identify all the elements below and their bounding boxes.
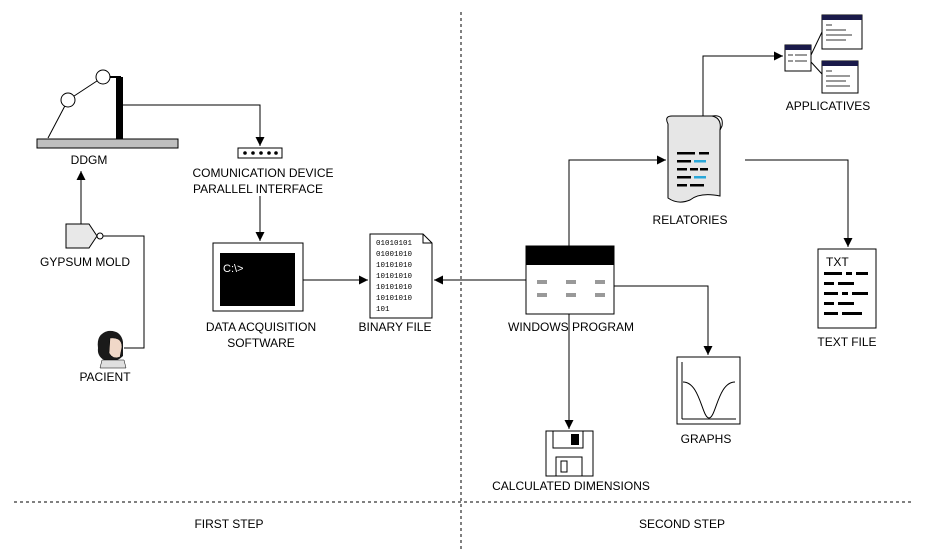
relatories-label: RELATORIES (653, 213, 728, 227)
data-acquisition-label-line2: SOFTWARE (227, 336, 295, 350)
floppy-disk-icon (545, 430, 594, 477)
gypsum-mold-icon (65, 223, 98, 249)
first-step-label: FIRST STEP (194, 517, 263, 531)
arrow-relatories-to-textfile (745, 159, 853, 247)
txt-header: TXT (826, 255, 849, 269)
text-file-icon (817, 248, 877, 329)
gypsum-mold-connector-icon (96, 232, 104, 240)
binary-line: 101 (376, 306, 390, 314)
comm-device-label-line1: COMUNICATION DEVICE (192, 166, 333, 180)
relatories-document-icon (666, 115, 723, 203)
terminal-prompt: C:\> (223, 263, 243, 275)
binary-file-label: BINARY FILE (359, 320, 432, 334)
ddgm-label: DDGM (71, 153, 108, 167)
arrow-program-to-relatories (568, 155, 666, 246)
graph-icon (676, 356, 741, 425)
comm-device-label-line2: PARALLEL INTERFACE (193, 182, 323, 196)
gypsum-mold-label: GYPSUM MOLD (40, 255, 130, 269)
communication-device-icon (237, 147, 283, 159)
binary-lines: 01010101 01001010 10101010 10101010 1010… (376, 240, 413, 314)
connector-pacient-to-mold (103, 235, 145, 349)
applicatives-icon (784, 14, 863, 94)
binary-line: 10101010 (376, 273, 413, 281)
arrow-program-to-graphs (614, 285, 713, 355)
binary-line: 01001010 (376, 251, 413, 259)
binary-file-fold (422, 234, 432, 244)
binary-line: 10101010 (376, 284, 413, 292)
pacient-label: PACIENT (79, 370, 131, 384)
arrow-relatories-to-applicatives (702, 51, 783, 116)
binary-line: 10101010 (376, 262, 413, 270)
text-file-label: TEXT FILE (817, 335, 876, 349)
calculated-dimensions-label: CALCULATED DIMENSIONS (492, 479, 650, 493)
monitor-icon (212, 242, 304, 312)
graphs-label: GRAPHS (681, 432, 732, 446)
binary-line: 10101010 (376, 295, 413, 303)
applicatives-label: APPLICATIVES (786, 99, 870, 113)
windows-program-label: WINDOWS PROGRAM (508, 320, 634, 334)
binary-file-icon (369, 233, 433, 319)
pacient-icon (97, 330, 127, 369)
windows-program-icon (525, 245, 615, 315)
arrow-ddgm-to-device (123, 104, 265, 146)
connectors (76, 51, 853, 429)
second-step-label: SECOND STEP (639, 517, 725, 531)
ddgm-machine-icon (36, 69, 179, 149)
binary-line: 01010101 (376, 240, 413, 248)
data-acquisition-label-line1: DATA ACQUISITION (206, 320, 316, 334)
